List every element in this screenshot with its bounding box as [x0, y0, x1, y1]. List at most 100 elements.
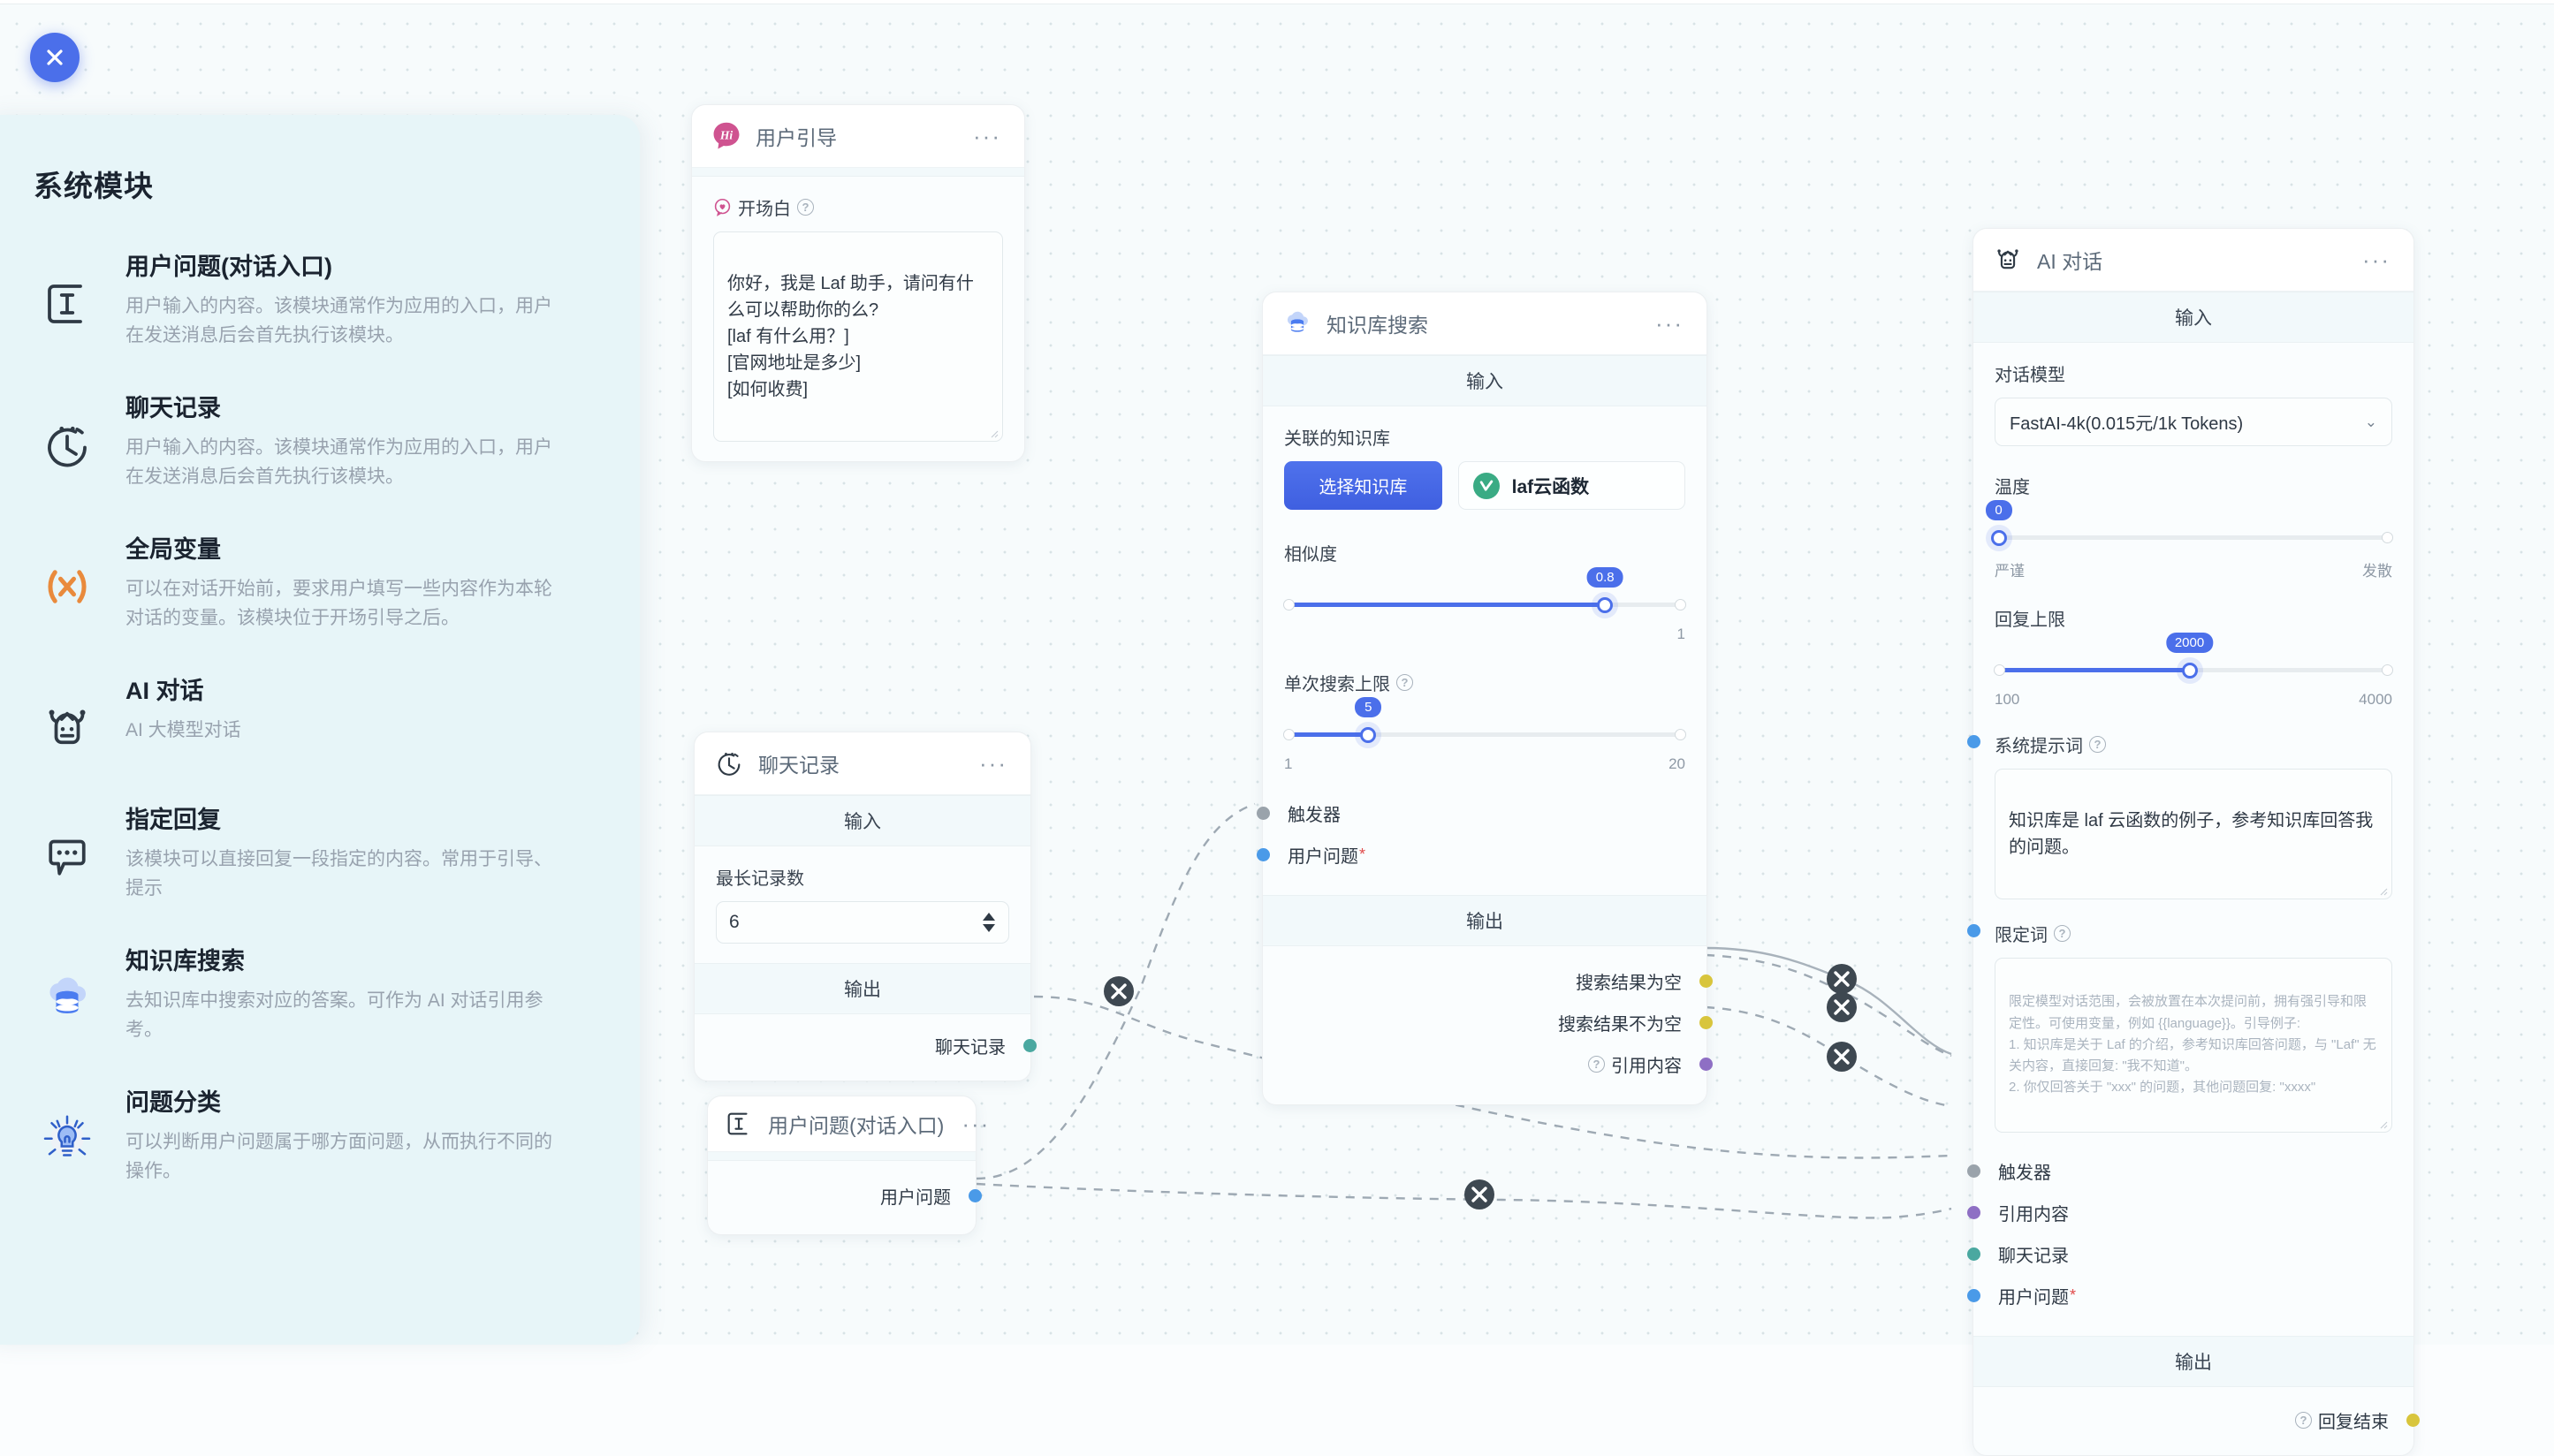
input-connector-dot[interactable] — [1257, 807, 1270, 820]
slider-knob[interactable] — [1597, 597, 1613, 613]
node-ai-chat[interactable]: AI 对话 ··· 输入 对话模型 FastAI-4k(0.015元/1k To… — [1973, 228, 2414, 1456]
resize-grip-icon[interactable] — [988, 428, 999, 438]
system-prompt-input[interactable]: 知识库是 laf 云函数的例子，参考知识库回答我的问题。 — [1995, 769, 2392, 899]
kb-selected-tag[interactable]: laf云函数 — [1458, 461, 1685, 510]
edge-delete-button[interactable] — [1827, 964, 1857, 994]
node-outputs: 搜索结果为空 搜索结果不为空 ? 引用内容 — [1263, 946, 1706, 1104]
slider-max-handle — [1675, 729, 1686, 740]
output-connector-dot[interactable] — [1023, 1039, 1037, 1052]
max-records-stepper[interactable]: 6 — [716, 901, 1009, 944]
edge-delete-button[interactable] — [1104, 976, 1134, 1006]
node-title: 知识库搜索 — [1326, 308, 1638, 338]
output-search-empty[interactable]: 搜索结果为空 — [1284, 960, 1685, 1002]
sidebar-item-chat-history[interactable]: 聊天记录 用户输入的内容。该模块通常作为应用的入口，用户在发送消息后会首先执行该… — [34, 392, 601, 491]
stepper-arrows[interactable] — [982, 912, 996, 933]
max-tokens-slider[interactable]: 2000 — [1995, 657, 2392, 684]
slider-knob[interactable] — [1360, 727, 1376, 743]
output-user-question[interactable]: 用户问题 — [729, 1175, 954, 1217]
node-menu-button[interactable]: ··· — [976, 758, 1011, 769]
slider-knob[interactable] — [1991, 530, 2007, 546]
input-label: 用户问题 — [1288, 842, 1358, 868]
scale-max: 4000 — [2359, 691, 2392, 709]
sidebar-item-specified-reply[interactable]: 指定回复 该模块可以直接回复一段指定的内容。常用于引导、提示 — [34, 804, 601, 903]
output-connector-dot[interactable] — [2406, 1414, 2420, 1427]
input-trigger[interactable]: 触发器 — [1284, 792, 1685, 834]
input-connector-dot[interactable] — [1967, 1164, 1980, 1178]
sidebar-item-question-classify[interactable]: 问题分类 可以判断用户问题属于哪方面问题，从而执行不同的操作。 — [34, 1087, 601, 1186]
clock-icon — [714, 748, 744, 778]
resize-grip-icon[interactable] — [2377, 1119, 2388, 1129]
kb-tag-label: laf云函数 — [1512, 473, 1590, 499]
laf-logo-icon — [1473, 473, 1500, 499]
resize-grip-icon[interactable] — [2377, 885, 2388, 896]
sidebar-item-desc: 去知识库中搜索对应的答案。可作为 AI 对话引用参考。 — [125, 986, 567, 1044]
input-connector-dot[interactable] — [1967, 1247, 1980, 1261]
output-connector-dot[interactable] — [1699, 1016, 1713, 1029]
node-user-guide[interactable]: Hi 用户引导 ··· 开场白 ? 你好，我是 Laf 助手，请问有什么可以帮助… — [691, 104, 1025, 462]
input-trigger[interactable]: 触发器 — [1995, 1150, 2392, 1192]
slider-track — [1995, 535, 2392, 540]
output-quote-content[interactable]: ? 引用内容 — [1284, 1043, 1685, 1085]
input-connector-dot[interactable] — [1967, 924, 1980, 937]
chevron-up-icon[interactable] — [982, 912, 996, 921]
output-reply-end[interactable]: ? 回复结束 — [1995, 1399, 2392, 1441]
temperature-scale: 严谨 发散 — [1995, 558, 2392, 580]
node-chat-history[interactable]: 聊天记录 ··· 输入 最长记录数 6 输出 聊天记录 — [694, 732, 1031, 1081]
sidebar-item-kb-search[interactable]: 知识库搜索 去知识库中搜索对应的答案。可作为 AI 对话引用参考。 — [34, 945, 601, 1044]
edge-delete-button[interactable] — [1464, 1179, 1494, 1210]
output-connector-dot[interactable] — [969, 1189, 982, 1202]
output-chat-history[interactable]: 聊天记录 — [716, 1025, 1009, 1066]
edge-delete-button[interactable] — [1827, 1042, 1857, 1072]
node-menu-button[interactable]: ··· — [958, 1119, 993, 1129]
select-kb-button[interactable]: 选择知识库 — [1284, 461, 1442, 510]
help-icon[interactable]: ? — [2054, 925, 2071, 942]
output-connector-dot[interactable] — [1699, 1058, 1713, 1071]
node-user-question[interactable]: 用户问题(对话入口) ··· 用户问题 — [707, 1096, 977, 1235]
temperature-slider[interactable]: 0 — [1995, 525, 2392, 551]
help-icon[interactable]: ? — [1396, 674, 1413, 691]
clock-icon — [34, 412, 101, 479]
sidebar-item-global-variable[interactable]: 全局变量 可以在对话开始前，要求用户填写一些内容作为本轮对话的变量。该模块位于开… — [34, 534, 601, 633]
sidebar-item-ai-chat[interactable]: AI 对话 AI 大模型对话 — [34, 675, 601, 762]
input-chat-history[interactable]: 聊天记录 — [1995, 1233, 2392, 1275]
help-icon[interactable]: ? — [2295, 1412, 2312, 1429]
help-icon[interactable]: ? — [1588, 1056, 1605, 1073]
node-menu-button[interactable]: ··· — [969, 131, 1005, 141]
node-divider — [692, 168, 1024, 177]
hi-bubble-icon: Hi — [711, 121, 741, 151]
chevron-down-icon[interactable]: ⌄ — [2365, 413, 2377, 431]
input-connector-dot[interactable] — [1967, 1289, 1980, 1302]
input-connector-dot[interactable] — [1967, 735, 1980, 748]
sidebar-item-user-question[interactable]: 用户问题(对话入口) 用户输入的内容。该模块通常作为应用的入口，用户在发送消息后… — [34, 251, 601, 350]
node-kb-search[interactable]: 知识库搜索 ··· 输入 关联的知识库 选择知识库 laf云函数 相似度 0.8… — [1262, 292, 1707, 1105]
input-section-label: 输入 — [1263, 355, 1706, 406]
node-body: 开场白 ? 你好，我是 Laf 助手，请问有什么可以帮助你的么? [laf 有什… — [692, 177, 1024, 461]
model-select[interactable]: FastAI-4k(0.015元/1k Tokens) ⌄ — [1995, 398, 2392, 446]
slider-value-badge: 0 — [1986, 500, 2012, 520]
edge-delete-button[interactable] — [1827, 992, 1857, 1022]
output-connector-dot[interactable] — [1699, 974, 1713, 988]
help-icon[interactable]: ? — [2089, 736, 2106, 753]
slider-knob[interactable] — [2182, 663, 2198, 679]
input-connector-dot[interactable] — [1967, 1206, 1980, 1219]
limit-prompt-input[interactable]: 限定模型对话范围，会被放置在本次提问前，拥有强引导和限定性。可使用变量，例如 {… — [1995, 958, 2392, 1133]
similarity-slider[interactable]: 0.8 — [1284, 592, 1685, 618]
text-cursor-icon — [34, 270, 101, 337]
output-search-not-empty[interactable]: 搜索结果不为空 — [1284, 1002, 1685, 1043]
output-section-label: 输出 — [1973, 1336, 2413, 1387]
input-quote-content[interactable]: 引用内容 — [1995, 1192, 2392, 1233]
input-section-label: 输入 — [695, 795, 1030, 846]
input-user-question[interactable]: 用户问题 * — [1995, 1275, 2392, 1316]
node-menu-button[interactable]: ··· — [2359, 254, 2394, 265]
chevron-down-icon[interactable] — [982, 923, 996, 933]
limit-prompt-label: 限定词 ? — [1995, 921, 2392, 946]
limit-slider[interactable]: 5 — [1284, 722, 1685, 748]
help-icon[interactable]: ? — [797, 199, 814, 216]
welcome-text-input[interactable]: 你好，我是 Laf 助手，请问有什么可以帮助你的么? [laf 有什么用？] [… — [713, 231, 1003, 442]
close-button[interactable] — [30, 33, 80, 82]
scale-max: 20 — [1668, 755, 1685, 773]
output-label: 聊天记录 — [935, 1033, 1006, 1058]
input-connector-dot[interactable] — [1257, 848, 1270, 861]
node-menu-button[interactable]: ··· — [1652, 318, 1687, 329]
input-user-question[interactable]: 用户问题 * — [1284, 834, 1685, 876]
